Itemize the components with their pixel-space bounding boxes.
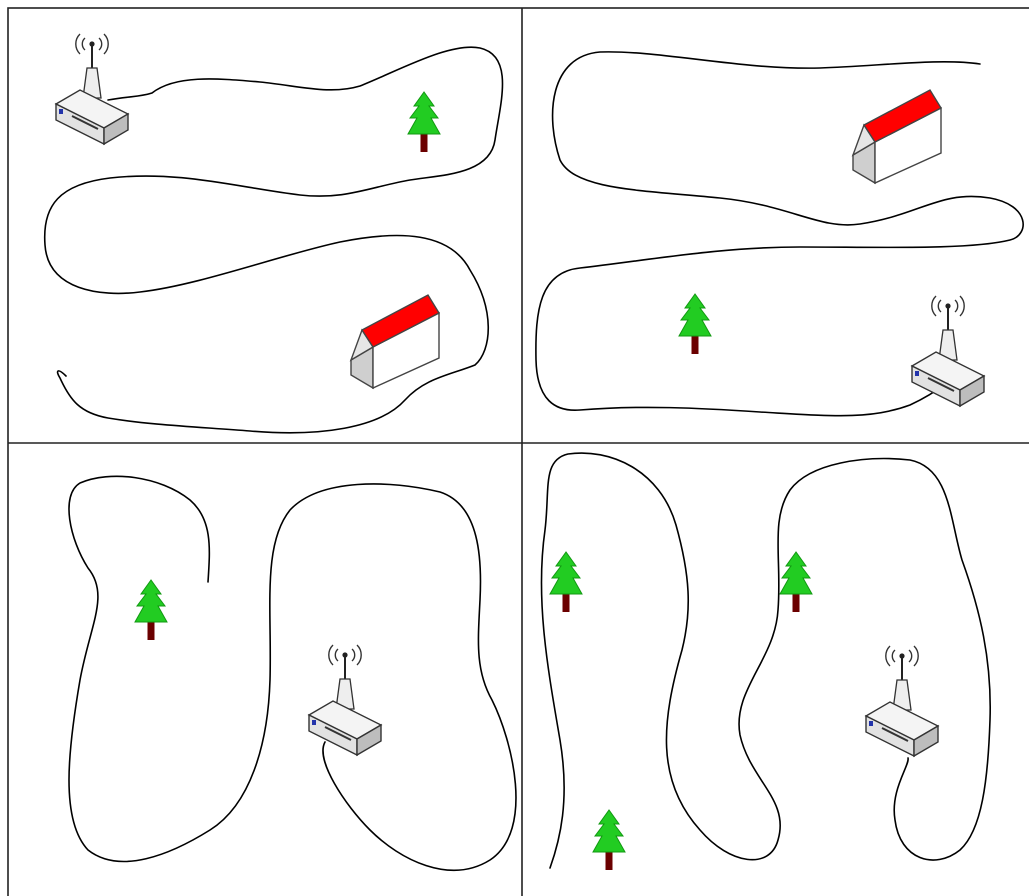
house-icon	[351, 295, 439, 388]
panel-1	[45, 34, 503, 433]
house-icon	[853, 90, 941, 183]
panel-2	[536, 52, 1023, 416]
router-icon	[912, 296, 984, 406]
path-line	[541, 453, 990, 868]
router-icon	[309, 645, 381, 755]
tree-icon	[408, 92, 440, 152]
router-icon	[56, 34, 128, 144]
tree-icon	[135, 580, 167, 640]
tree-icon	[593, 810, 625, 870]
panel-3	[69, 476, 516, 870]
tree-icon	[679, 294, 711, 354]
path-line	[69, 476, 516, 870]
tree-icon	[780, 552, 812, 612]
panel-4	[541, 453, 990, 870]
tree-icon	[550, 552, 582, 612]
router-icon	[866, 646, 938, 756]
